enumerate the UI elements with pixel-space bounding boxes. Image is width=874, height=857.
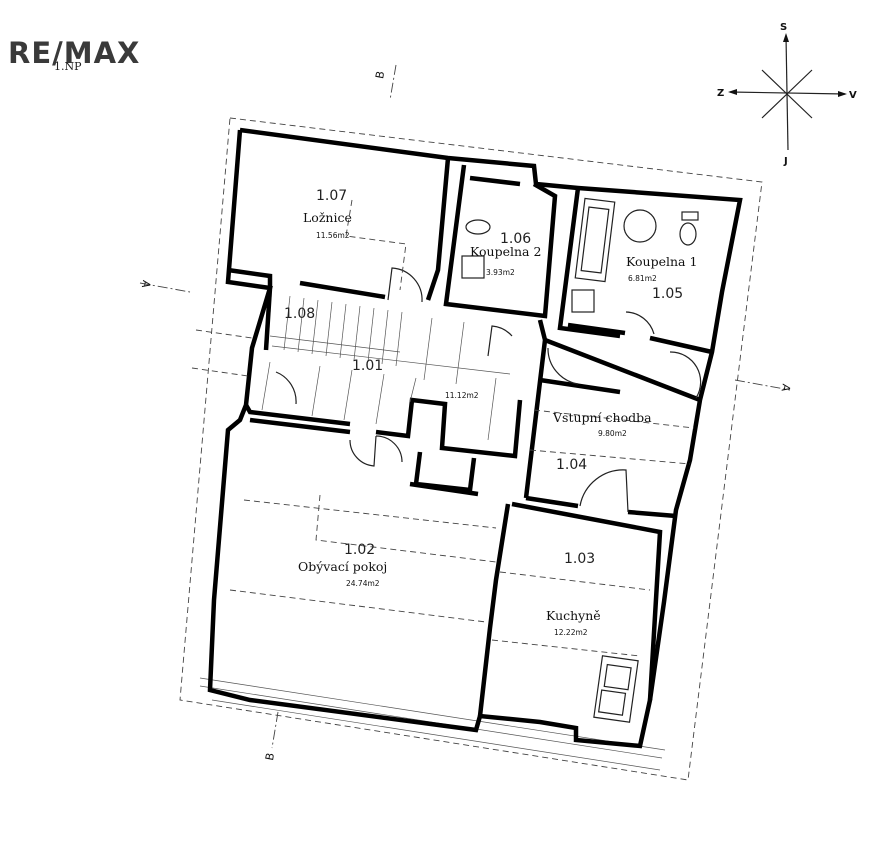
- compass: S Z V J: [717, 22, 857, 167]
- room-name: Koupelna 2: [470, 244, 541, 259]
- room-number: 1.03: [564, 551, 595, 567]
- room-area: 9.80m2: [598, 429, 627, 438]
- section-a-right: A: [778, 383, 792, 393]
- compass-west-label: Z: [717, 88, 724, 99]
- room-number: 1.06: [500, 231, 531, 247]
- room-area: 11.12m2: [445, 391, 479, 400]
- staircase: [261, 295, 511, 441]
- room-name: Koupelna 1: [626, 254, 697, 269]
- room-1-03: 1.03 Kuchyně 12.22m2: [546, 551, 601, 637]
- section-b-top: B: [373, 70, 387, 80]
- floor-label: 1.NP: [54, 60, 82, 73]
- room-name: Obývací pokoj: [298, 559, 387, 574]
- room-area: 11.56m2: [316, 231, 350, 240]
- room-1-07: 1.07 Ložnice 11.56m2: [303, 188, 352, 240]
- room-1-05: Koupelna 1 6.81m2 1.05: [626, 254, 697, 302]
- room-number: 1.04: [556, 457, 587, 473]
- room-number: 1.08: [284, 306, 315, 322]
- room-number: 1.02: [344, 542, 375, 558]
- fixtures: [461, 197, 699, 723]
- room-name: Ložnice: [303, 210, 352, 225]
- room-1-08: 1.08: [284, 306, 315, 322]
- room-1-04: Vstupní chodba 9.80m2 1.04: [552, 410, 652, 473]
- room-1-06: 1.06 Koupelna 2 3.93m2: [470, 231, 541, 277]
- room-number: 1.07: [316, 188, 347, 204]
- compass-east-label: V: [849, 90, 857, 101]
- compass-south-label: J: [783, 156, 788, 167]
- room-1-02: 1.02 Obývací pokoj 24.74m2: [298, 542, 387, 588]
- section-a-left: A: [139, 279, 153, 289]
- room-area: 12.22m2: [554, 628, 588, 637]
- room-1-01: 1.01 11.12m2: [352, 358, 479, 400]
- room-area: 3.93m2: [486, 268, 515, 277]
- dashed-hints: [191, 199, 695, 657]
- section-b-bottom: B: [263, 752, 277, 762]
- room-area: 6.81m2: [628, 274, 657, 283]
- interior-walls: [227, 157, 713, 717]
- compass-north-label: S: [780, 22, 787, 33]
- remax-logo: RE/MAX: [8, 36, 141, 70]
- room-number: 1.01: [352, 358, 383, 374]
- exterior-walls: [207, 127, 743, 749]
- room-area: 24.74m2: [346, 579, 380, 588]
- room-name: Vstupní chodba: [552, 410, 652, 425]
- section-lines: B B A A: [139, 64, 793, 762]
- room-number: 1.05: [652, 286, 683, 302]
- door-swings: [275, 267, 702, 513]
- room-name: Kuchyně: [546, 608, 601, 623]
